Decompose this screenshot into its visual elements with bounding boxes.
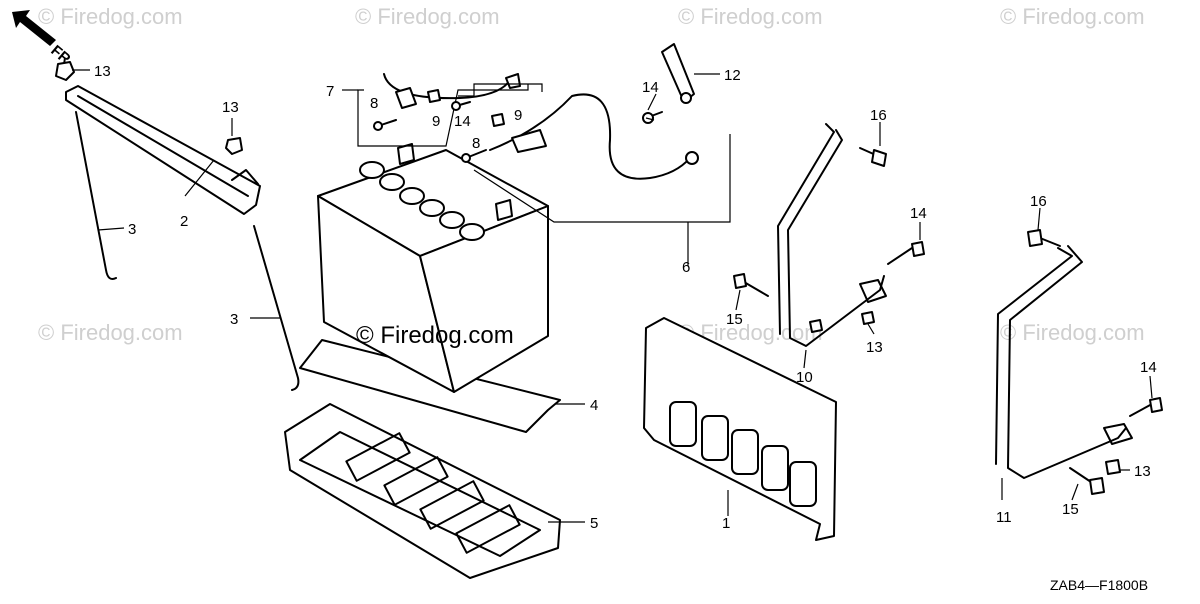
callout-16-front: 16: [870, 107, 887, 124]
nut-9-upper: [427, 89, 441, 103]
front-stay: [777, 123, 887, 369]
callout-7: 7: [326, 83, 334, 100]
callout-14-upper: 14: [454, 113, 471, 130]
bolt-16-front: [859, 147, 887, 167]
j-bolt-right: [250, 225, 300, 391]
callout-14-front: 14: [910, 205, 927, 222]
bolt-14-upper: [451, 101, 471, 111]
j-bolt-left: [75, 111, 125, 280]
callout-9-lower: 9: [514, 107, 522, 124]
nut-13-front-b: [861, 311, 875, 325]
callout-8-upper: 8: [370, 95, 378, 112]
bolt-14-rear: [1129, 397, 1163, 417]
nut-13-mid: [225, 137, 243, 155]
callout-13-mid: 13: [222, 99, 239, 116]
battery-cover-plate: [643, 317, 837, 541]
bolt-8-lower: [461, 149, 487, 163]
battery: © Firedog.com: [317, 143, 549, 393]
callout-1: 1: [722, 515, 730, 532]
rear-stay: [995, 245, 1133, 500]
callout-15-front: 15: [726, 311, 743, 328]
nut-13-left: [55, 61, 75, 81]
watermark: © Firedog.com: [38, 4, 183, 29]
watermark: © Firedog.com: [355, 4, 500, 29]
nut-13-front-a: [809, 319, 823, 333]
leader-lines: [72, 69, 1153, 501]
callout-4: 4: [590, 397, 598, 414]
center-watermark: © Firedog.com: [356, 322, 514, 349]
callout-3-right: 3: [230, 311, 238, 328]
battery-terminal-negative: [495, 199, 513, 221]
battery-tray: [284, 403, 585, 579]
callout-2: 2: [180, 213, 188, 230]
callout-9-upper: 9: [432, 113, 440, 130]
callout-11: 11: [996, 509, 1012, 526]
battery-terminal-positive: [397, 143, 415, 165]
battery-hold-down-bar: [65, 85, 261, 215]
watermark: © Firedog.com: [678, 4, 823, 29]
watermark: © Firedog.com: [38, 320, 183, 345]
callout-3-left: 3: [128, 221, 136, 238]
callout-14-rear: 14: [1140, 359, 1157, 376]
bolt-15-rear: [1069, 467, 1105, 495]
bolt-8-upper: [373, 119, 397, 131]
bolt-16-rear: [1027, 229, 1061, 247]
callout-8-lower: 8: [472, 135, 480, 152]
nut-13-rear: [1105, 459, 1121, 475]
bolt-15-front: [733, 273, 769, 297]
callout-14-strap: 14: [642, 79, 659, 96]
nut-9-lower: [491, 113, 505, 127]
battery-caps: [359, 161, 485, 241]
diagram-code: ZAB4—F1800B: [1050, 577, 1148, 593]
callout-16-rear: 16: [1030, 193, 1047, 210]
battery-mat: [299, 339, 585, 433]
bolt-14-strap: [642, 111, 663, 124]
bolt-14-front: [887, 241, 925, 265]
watermark: © Firedog.com: [1000, 4, 1145, 29]
callout-15-rear: 15: [1062, 501, 1079, 518]
callout-6: 6: [682, 259, 690, 276]
callout-5: 5: [590, 515, 598, 532]
callout-10: 10: [796, 369, 813, 386]
callout-13-rear: 13: [1134, 463, 1151, 480]
positive-cable: [357, 73, 529, 147]
callout-labels: 1 2 3 3 4 5 6 7 8 8 9 9 10 11 12 13 13 1…: [94, 63, 1157, 532]
watermark: © Firedog.com: [1000, 320, 1145, 345]
arrow-icon: [12, 10, 56, 46]
ground-strap: [661, 43, 720, 104]
callout-13-top-left: 13: [94, 63, 111, 80]
negative-cable: [458, 83, 731, 223]
watermark-layer: © Firedog.com © Firedog.com © Firedog.co…: [38, 4, 1145, 345]
callout-12: 12: [724, 67, 741, 84]
callout-13-front: 13: [866, 339, 883, 356]
